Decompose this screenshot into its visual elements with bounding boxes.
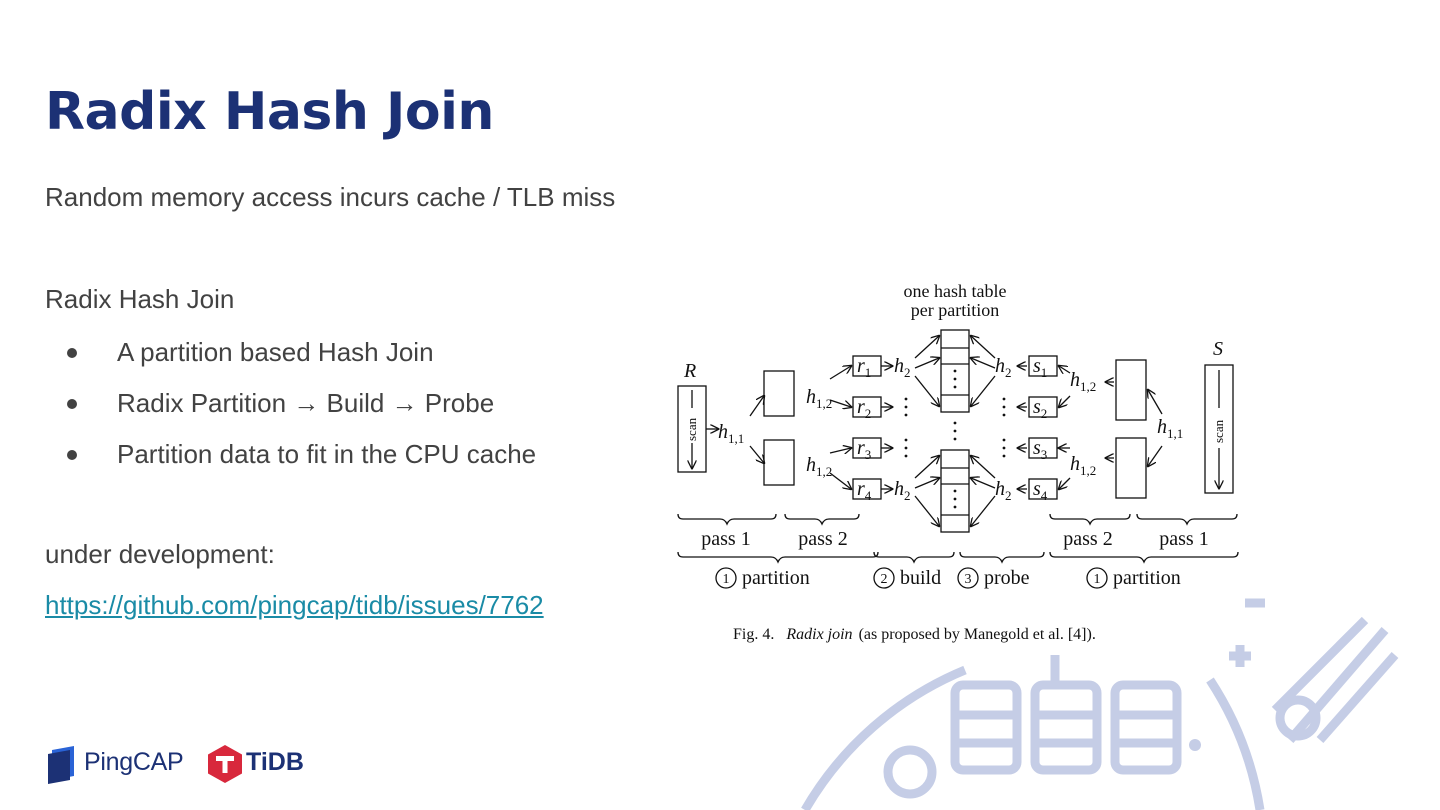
svg-text:h2: h2	[995, 478, 1012, 503]
pingcap-wordmark: PingCAP	[84, 748, 184, 776]
scan-r-label: scan	[684, 417, 699, 441]
step-1-right: 1	[1094, 572, 1101, 587]
server-decoration-icon	[801, 598, 1399, 810]
dev-label: under development:	[45, 539, 275, 569]
svg-text:h1,1: h1,1	[1157, 416, 1183, 441]
probe-label: probe	[984, 567, 1030, 589]
svg-text:h1,2: h1,2	[1070, 369, 1096, 394]
tidb-logo-icon	[208, 745, 242, 783]
svg-text:s1: s1	[1033, 355, 1047, 380]
bullet-list: A partition based Hash Join Radix Partit…	[45, 335, 536, 488]
svg-text:h2: h2	[894, 355, 911, 380]
step-1-left: 1	[723, 572, 730, 587]
bullet-dot	[67, 450, 77, 460]
step-2: 2	[881, 572, 888, 587]
section-heading: Radix Hash Join	[45, 284, 235, 314]
figure-header-line1: one hash table	[904, 281, 1007, 301]
svg-text:s4: s4	[1033, 478, 1048, 503]
partition-left-label: partition	[742, 567, 810, 589]
svg-text:h1,2: h1,2	[1070, 453, 1096, 478]
svg-text:r4: r4	[857, 478, 872, 503]
svg-text:h1,2: h1,2	[806, 454, 832, 479]
bullet-dot	[67, 348, 77, 358]
bullet-text: Radix Partition → Build → Probe	[117, 388, 495, 418]
pingcap-logo-icon	[48, 746, 74, 784]
bullet-item: Partition data to fit in the CPU cache	[45, 437, 536, 488]
relation-s-label: S	[1213, 338, 1223, 360]
pass2-right-label: pass 2	[1063, 528, 1112, 550]
svg-text:h2: h2	[995, 355, 1012, 380]
partition-right-label: partition	[1113, 567, 1181, 589]
scan-s-label: scan	[1211, 419, 1226, 443]
bullet-item: Radix Partition → Build → Probe	[45, 386, 536, 437]
github-issue-link[interactable]: https://github.com/pingcap/tidb/issues/7…	[45, 590, 544, 620]
relation-r-label: R	[683, 360, 696, 382]
build-label: build	[900, 567, 941, 589]
bullet-text: Partition data to fit in the CPU cache	[117, 439, 537, 469]
svg-text:h1,2: h1,2	[806, 386, 832, 411]
figure-header-line2: per partition	[911, 300, 999, 320]
pass2-left-label: pass 2	[798, 528, 847, 550]
svg-text:h2: h2	[894, 478, 911, 503]
step-3: 3	[965, 572, 972, 587]
svg-text:r3: r3	[857, 437, 871, 462]
slide-subtitle: Random memory access incurs cache / TLB …	[45, 182, 616, 212]
svg-text:r2: r2	[857, 396, 871, 421]
svg-text:h1,1: h1,1	[718, 421, 744, 446]
pass1-left-label: pass 1	[701, 528, 750, 550]
svg-text:s2: s2	[1033, 396, 1047, 421]
svg-text:r1: r1	[857, 355, 871, 380]
bullet-item: A partition based Hash Join	[45, 335, 536, 386]
bullet-dot	[67, 399, 77, 409]
svg-text:s3: s3	[1033, 437, 1047, 462]
tidb-wordmark: TiDB	[246, 748, 304, 776]
slide-title: Radix Hash Join	[45, 82, 494, 142]
radix-join-figure: one hash table per partition R S scan sc…	[677, 281, 1239, 643]
bullet-text: A partition based Hash Join	[117, 337, 434, 367]
figure-caption: Fig. 4.Radix join(as proposed by Manegol…	[733, 626, 1096, 643]
pass1-right-label: pass 1	[1159, 528, 1208, 550]
